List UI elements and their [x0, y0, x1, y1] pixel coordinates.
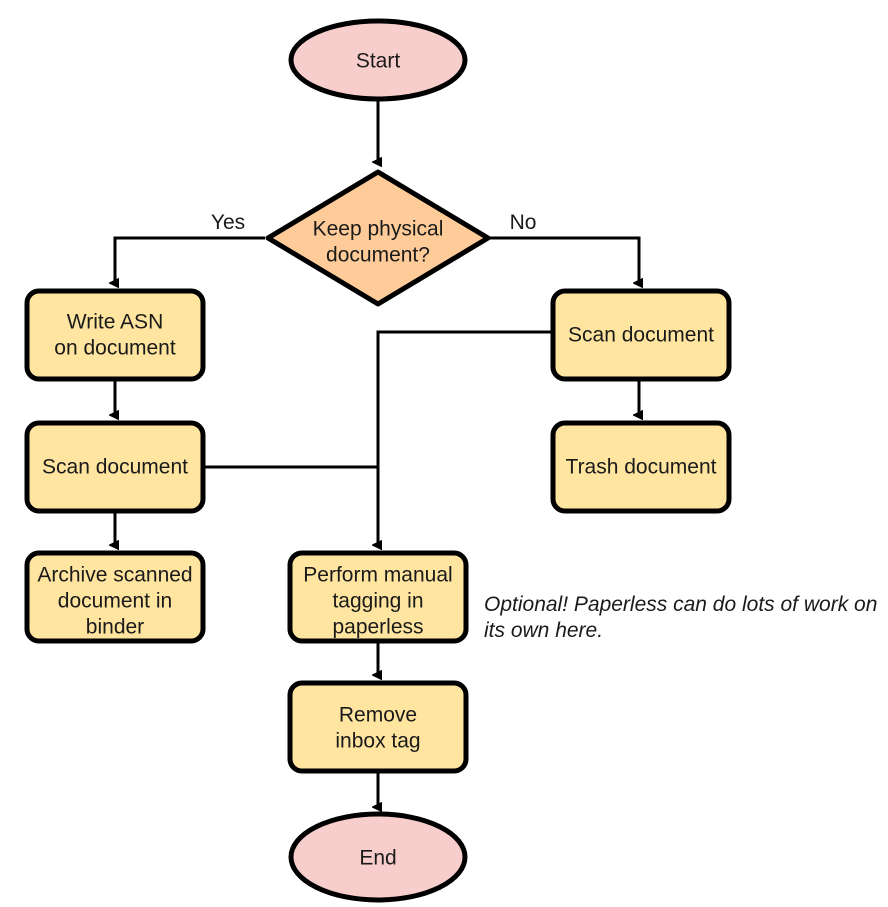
write-asn-label-line2: on document — [54, 337, 176, 360]
scan-right-label: Scan document — [568, 324, 714, 347]
node-scan-document-left[interactable]: Scan document — [24, 420, 206, 514]
tagging-box-shape — [287, 550, 469, 644]
remove-inbox-label-line1: Remove — [339, 704, 417, 727]
remove-inbox-label-line2: inbox tag — [335, 730, 420, 753]
optional-note-line1: Optional! Paperless can do lots of work … — [484, 593, 877, 616]
edge-scan-right-to-tagging — [378, 330, 552, 545]
annotation-optional-note: Optional! Paperless can do lots of work … — [484, 593, 877, 642]
scan-left-box-shape — [24, 420, 206, 514]
node-end[interactable]: End — [288, 811, 468, 903]
end-ellipse-shape — [288, 811, 468, 903]
node-remove-inbox-tag[interactable]: Remove inbox tag — [287, 680, 469, 774]
trash-label: Trash document — [566, 456, 717, 479]
archive-box-shape — [24, 550, 206, 644]
tagging-label-line2: tagging in — [332, 590, 423, 613]
remove-inbox-box-shape — [287, 680, 469, 774]
scan-left-label: Scan document — [42, 456, 188, 479]
node-start[interactable]: Start — [288, 18, 468, 102]
edge-decision-no-to-scan-right — [490, 236, 639, 283]
trash-box-shape — [550, 420, 732, 514]
end-label: End — [359, 847, 396, 870]
node-write-asn[interactable]: Write ASN on document — [24, 288, 206, 382]
node-archive-scanned-document[interactable]: Archive scanned document in binder — [24, 550, 206, 644]
archive-label-line2: document in — [58, 590, 172, 613]
node-trash-document[interactable]: Trash document — [550, 420, 732, 514]
decision-label-line2: document? — [326, 244, 430, 267]
start-label: Start — [356, 50, 401, 73]
write-asn-box-shape — [24, 288, 206, 382]
archive-label-line1: Archive scanned — [37, 564, 192, 587]
edge-label-yes: Yes — [211, 211, 245, 234]
optional-note-line2: its own here. — [484, 619, 603, 642]
decision-diamond-shape — [265, 169, 491, 307]
start-ellipse-shape — [288, 18, 468, 102]
edge-label-no: No — [510, 211, 537, 234]
write-asn-label-line1: Write ASN — [67, 311, 163, 334]
node-scan-document-right[interactable]: Scan document — [550, 288, 732, 382]
scan-right-box-shape — [550, 288, 732, 382]
node-decision-keep-physical-document[interactable]: Keep physical document? — [265, 169, 491, 307]
decision-label-line1: Keep physical — [313, 218, 444, 241]
edge-decision-yes-to-write-asn — [115, 236, 265, 283]
node-perform-manual-tagging[interactable]: Perform manual tagging in paperless — [287, 550, 469, 644]
tagging-label-line3: paperless — [332, 616, 423, 639]
archive-label-line3: binder — [86, 616, 144, 639]
tagging-label-line1: Perform manual — [303, 564, 452, 587]
